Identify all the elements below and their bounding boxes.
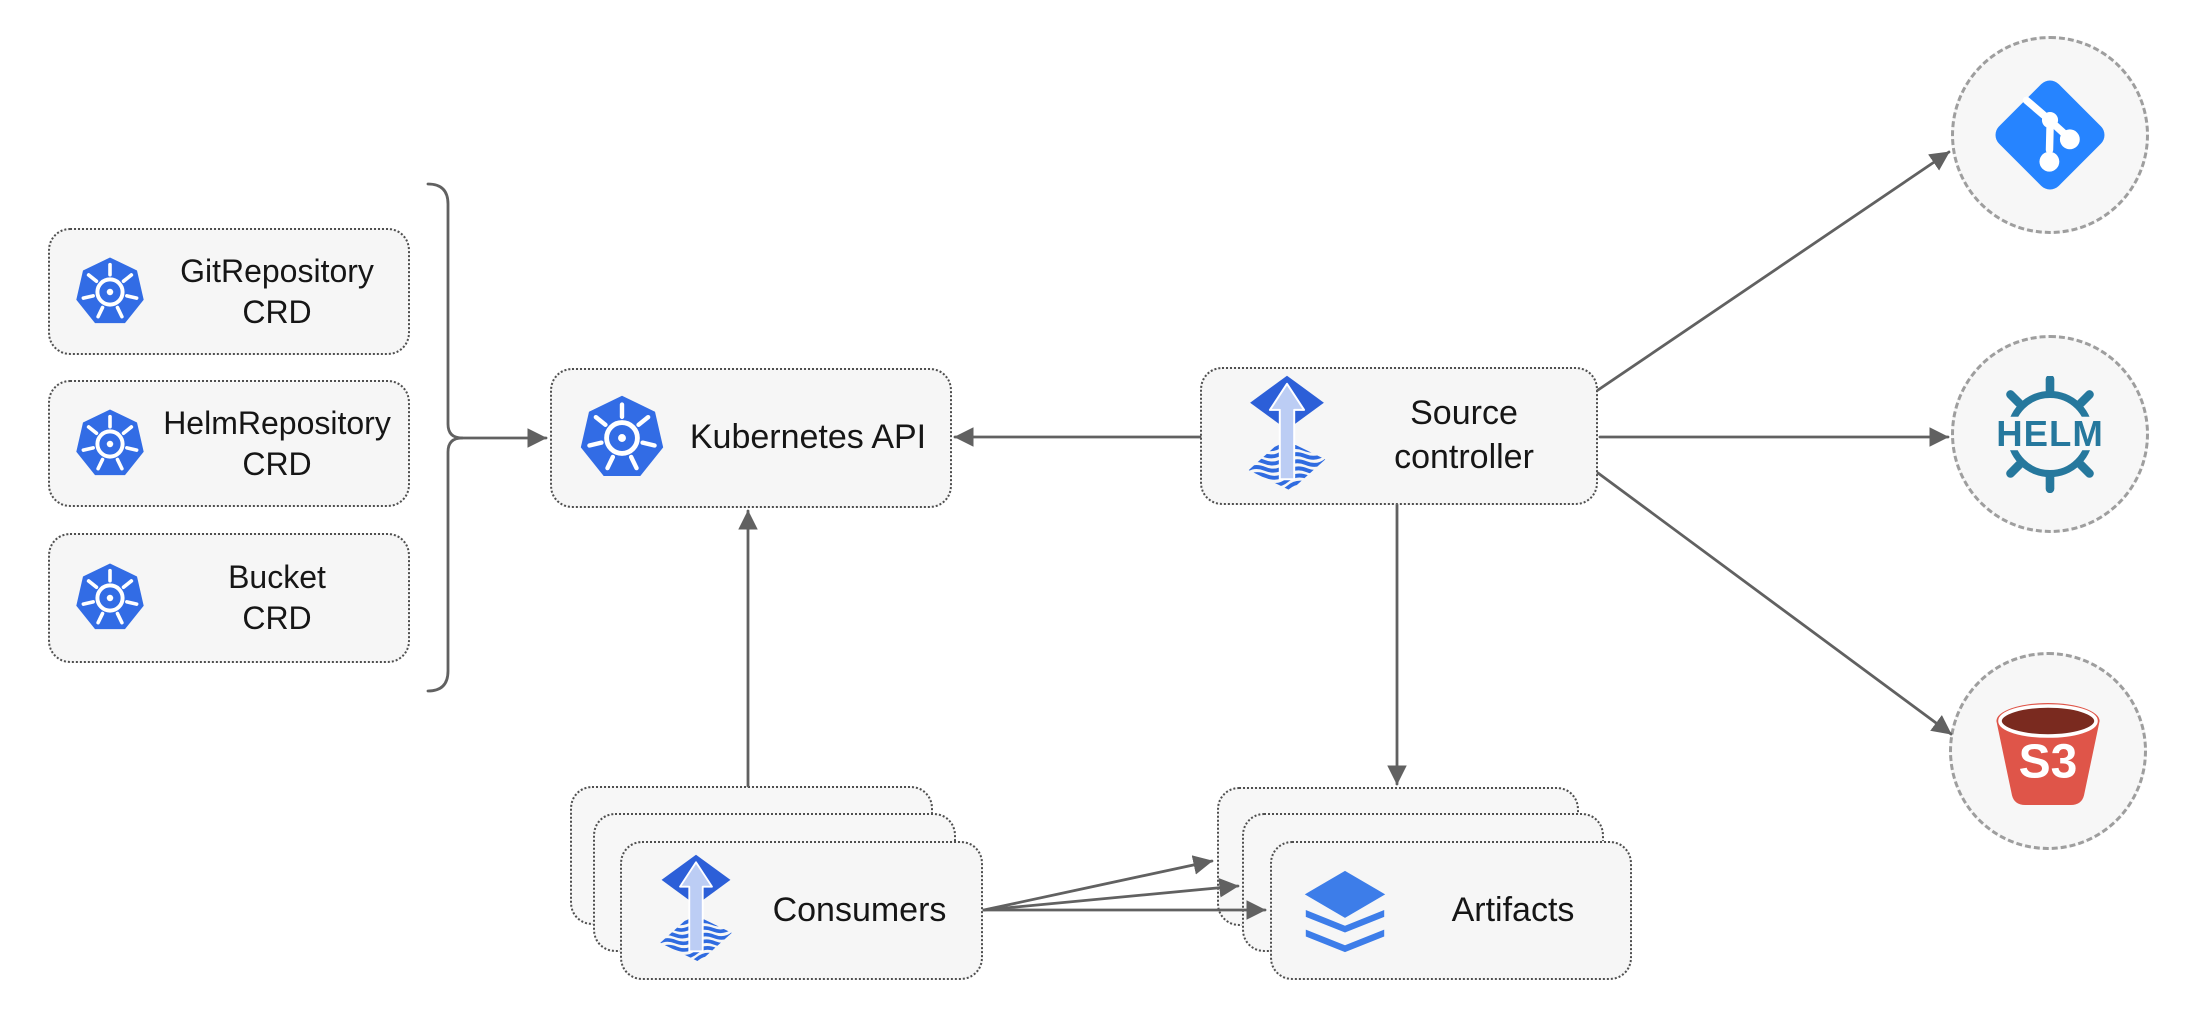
artifacts-label: Artifacts <box>1451 890 1575 929</box>
arrow-consumers-to-artifacts-1 <box>982 855 1214 912</box>
arrow-consumers-to-artifacts-2 <box>982 877 1240 912</box>
kubernetes-icon <box>74 408 146 480</box>
consumers-label: Consumers <box>772 890 947 929</box>
helm-label: HELM <box>1996 413 2104 454</box>
helmrepository-crd-label: HelmRepository CRD <box>163 404 391 482</box>
artifacts-node: Artifacts <box>1270 841 1632 980</box>
source-controller-node: Source controller <box>1200 367 1598 505</box>
git-source-circle <box>1951 36 2149 234</box>
consumers-node: Consumers <box>620 841 983 980</box>
helm-source-circle: HELM <box>1951 335 2149 533</box>
layers-icon <box>1304 870 1386 952</box>
kubernetes-api-node: Kubernetes API <box>550 368 952 508</box>
kubernetes-icon <box>74 562 146 634</box>
git-icon <box>1995 80 2105 190</box>
bucket-crd-node: Bucket CRD <box>48 533 410 663</box>
gitrepository-crd-label: GitRepository CRD <box>180 252 374 330</box>
gitrepository-crd-node: GitRepository CRD <box>48 228 410 355</box>
kubernetes-api-label: Kubernetes API <box>689 418 927 457</box>
arrow-source-to-git <box>1596 150 1951 392</box>
kubernetes-icon <box>578 394 666 482</box>
flux-icon <box>654 852 738 970</box>
crd-bracket-bottom <box>426 436 464 693</box>
s3-source-circle: S3 <box>1949 652 2147 850</box>
bucket-crd-label: Bucket CRD <box>228 559 326 636</box>
crd-bracket-top <box>426 182 464 440</box>
helmrepository-crd-node: HelmRepository CRD <box>48 380 410 507</box>
flux-icon <box>1242 373 1332 499</box>
helm-icon: HELM <box>1984 375 2116 493</box>
s3-label: S3 <box>2019 735 2078 788</box>
s3-bucket-icon: S3 <box>1996 703 2100 805</box>
source-controller-label: Source controller <box>1394 394 1534 476</box>
kubernetes-icon <box>74 256 146 328</box>
arrow-source-to-s3 <box>1596 471 1953 736</box>
